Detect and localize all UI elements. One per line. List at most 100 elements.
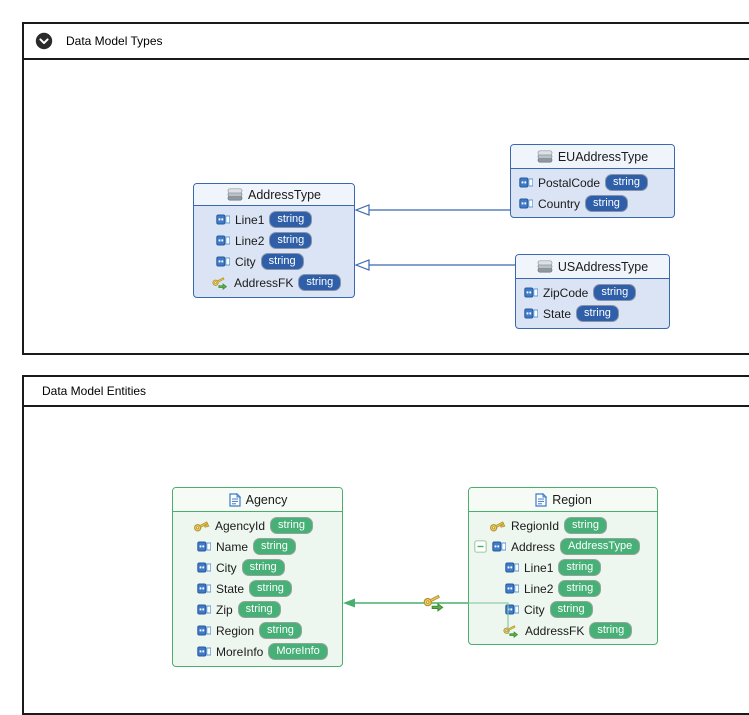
entity-icon	[229, 492, 241, 507]
chevron-down-circle-icon	[35, 32, 53, 50]
field-name: Line1	[524, 560, 554, 575]
type-box-addresstype[interactable]: AddressType Line1 string Line2 string Ci…	[193, 183, 355, 298]
field-row[interactable]: PostalCode string	[519, 172, 674, 193]
field-row[interactable]: RegionId string	[469, 515, 657, 536]
box-header[interactable]: AddressType	[194, 184, 354, 206]
property-icon	[216, 235, 230, 246]
type-box-usaddresstype[interactable]: USAddressType ZipCode string State strin…	[515, 254, 670, 329]
box-title: EUAddressType	[557, 149, 649, 164]
type-badge: string	[549, 601, 593, 618]
collapse-minus-icon[interactable]	[474, 540, 487, 553]
complex-type-icon	[537, 260, 553, 273]
complex-type-icon	[227, 188, 243, 201]
field-name: Address	[511, 539, 556, 554]
field-row[interactable]: MoreInfo MoreInfo	[197, 641, 342, 662]
primary-key-icon	[489, 519, 506, 532]
property-icon	[197, 562, 211, 573]
property-icon	[197, 604, 211, 615]
type-badge: string	[558, 580, 602, 597]
box-header[interactable]: Agency	[173, 488, 342, 512]
complex-type-icon	[537, 150, 553, 163]
box-header[interactable]: EUAddressType	[511, 145, 674, 169]
field-row[interactable]: Name string	[197, 536, 342, 557]
field-row[interactable]: Line1 string	[216, 209, 354, 230]
field-name: City	[524, 602, 545, 617]
type-badge: string	[605, 174, 648, 191]
field-name: AddressFK	[525, 623, 585, 638]
field-name: PostalCode	[538, 175, 601, 190]
box-title: USAddressType	[557, 259, 649, 274]
type-badge: string	[576, 305, 619, 322]
solid-triangle-arrow-icon	[343, 598, 355, 608]
field-name: RegionId	[511, 518, 560, 533]
field-name: AgencyId	[215, 518, 266, 533]
type-badge: string	[241, 559, 285, 576]
type-badge: string	[259, 622, 302, 639]
property-icon	[524, 308, 538, 319]
panel-header: Data Model Types	[24, 24, 749, 60]
type-badge: string	[558, 559, 602, 576]
property-icon	[197, 583, 211, 594]
field-row[interactable]: City string	[197, 557, 342, 578]
field-row[interactable]: Region string	[197, 620, 342, 641]
field-row[interactable]: Line2 string	[469, 578, 657, 599]
field-row[interactable]: Line2 string	[216, 230, 354, 251]
field-row[interactable]: City string	[216, 251, 354, 272]
data-model-entities-panel: Data Model Entities Agency AgencyId stri…	[22, 375, 749, 715]
hollow-triangle-arrow-icon	[354, 204, 370, 216]
box-header[interactable]: USAddressType	[516, 255, 669, 279]
property-icon	[492, 541, 506, 552]
field-name: City	[235, 254, 256, 269]
field-row[interactable]: Zip string	[197, 599, 342, 620]
field-name: State	[543, 306, 572, 321]
field-row[interactable]: Address AddressType	[469, 536, 657, 557]
type-badge: string	[260, 253, 304, 270]
box-title: AddressType	[248, 187, 321, 202]
type-badge: string	[249, 580, 292, 597]
panel-title: Data Model Entities	[42, 384, 147, 398]
field-row[interactable]: State string	[524, 303, 669, 324]
type-badge: string	[593, 284, 637, 301]
type-badge: string	[564, 517, 607, 534]
field-row[interactable]: State string	[197, 578, 342, 599]
type-badge: string	[237, 601, 281, 618]
property-icon	[216, 256, 230, 267]
property-icon	[505, 562, 519, 573]
foreign-key-icon	[503, 623, 519, 638]
field-row[interactable]: ZipCode string	[524, 282, 669, 303]
box-header[interactable]: Region	[469, 488, 657, 512]
type-badge: string	[253, 538, 296, 555]
field-row[interactable]: Line1 string	[469, 557, 657, 578]
field-name: ZipCode	[543, 285, 589, 300]
property-icon	[519, 177, 533, 188]
type-badge: string	[269, 232, 313, 249]
type-box-euaddresstype[interactable]: EUAddressType PostalCode string Country …	[510, 144, 675, 218]
field-name: MoreInfo	[216, 644, 264, 659]
field-row[interactable]: AddressFK string	[469, 620, 657, 641]
collapse-panel-button[interactable]	[35, 32, 53, 50]
field-row[interactable]: AddressFK string	[212, 272, 354, 293]
type-badge: string	[585, 195, 628, 212]
field-row[interactable]: City string	[469, 599, 657, 620]
type-badge: AddressType	[560, 538, 641, 555]
field-name: Zip	[216, 602, 233, 617]
type-badge: string	[269, 211, 313, 228]
type-badge: string	[298, 274, 342, 291]
field-name: Name	[216, 539, 249, 554]
field-name: Country	[538, 196, 581, 211]
field-row[interactable]: AgencyId string	[193, 515, 342, 536]
property-icon	[197, 646, 211, 657]
field-name: Region	[216, 623, 255, 638]
field-name: Line2	[524, 581, 554, 596]
field-row[interactable]: Country string	[519, 193, 674, 214]
inheritance-connector-us	[354, 259, 515, 271]
entity-box-region[interactable]: Region RegionId string Address AddressTy…	[468, 487, 658, 645]
property-icon	[519, 198, 533, 209]
property-icon	[197, 625, 211, 636]
field-name: Line1	[235, 212, 265, 227]
foreign-key-icon	[212, 275, 227, 290]
type-badge: string	[589, 622, 633, 639]
entity-box-agency[interactable]: Agency AgencyId string Name string City …	[172, 487, 343, 667]
box-title: Agency	[245, 492, 288, 507]
inheritance-connector-eu	[354, 204, 510, 216]
